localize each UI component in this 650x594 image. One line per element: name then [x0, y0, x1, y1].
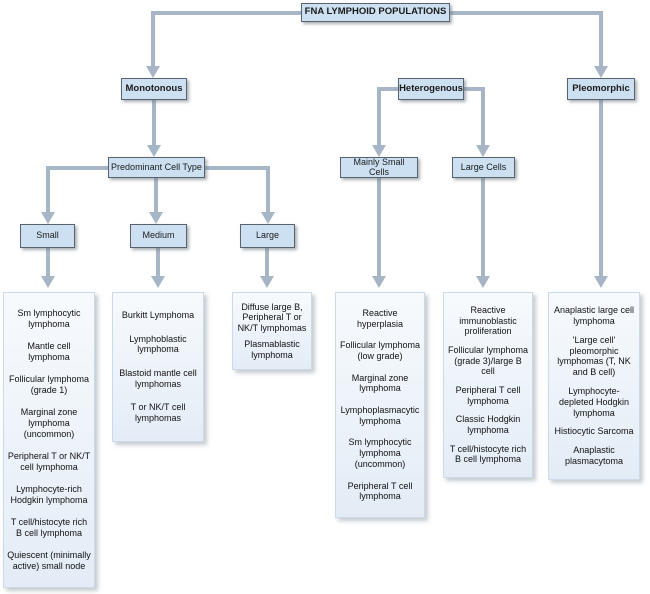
list-item: T cell/histocyte rich B cell lymphoma: [10, 516, 88, 538]
list-item: Peripheral T cell lymphoma: [455, 384, 521, 406]
arrow-down-icon: [261, 212, 275, 224]
list-item: Sm lymphocytic lymphoma: [17, 308, 81, 330]
arrow-down-icon: [372, 145, 386, 157]
node-predominant-cell-type: Predominant Cell Type: [108, 157, 205, 178]
list-item: Histiocytic Sarcoma: [554, 426, 634, 437]
arrow-down-icon: [476, 276, 490, 288]
list-item: T or NK/T cell lymphomas: [130, 402, 186, 424]
connector-line: [205, 166, 270, 170]
connector-line: [46, 166, 108, 170]
arrow-down-icon: [41, 212, 55, 224]
connector-line: [377, 87, 398, 91]
list-item: Follicular lymphoma (grade 3)/large B ce…: [447, 344, 529, 377]
list-item: 'Large cell' pleomorphic lymphomas (T, N…: [557, 334, 631, 378]
arrow-down-icon: [146, 66, 160, 78]
list-item: Burkitt Lymphoma: [121, 309, 195, 320]
connector-line: [265, 248, 269, 276]
list-item: Sm lymphocytic lymphoma (uncommon): [348, 437, 412, 469]
connector-line: [46, 248, 50, 276]
connector-line: [266, 166, 270, 212]
list-item: Lymphocyte-rich Hodgkin lymphoma: [10, 484, 88, 505]
connector-line: [481, 87, 485, 145]
list-item: Lymphocyte-depleted Hodgkin lymphoma: [558, 385, 630, 418]
arrow-down-icon: [41, 276, 55, 288]
connector-line: [154, 178, 158, 212]
connector-line: [156, 248, 160, 276]
arrow-down-icon: [476, 145, 490, 157]
list-item: Quiescent (minimally active) small node: [7, 549, 91, 571]
list-item: Anaplastic plasmacytoma: [564, 445, 624, 467]
connector-line: [599, 11, 603, 66]
list-item: Follicular lymphoma (low grade): [339, 340, 421, 361]
arrow-down-icon: [149, 212, 163, 224]
connector-line: [464, 87, 485, 91]
node-pleomorphic: Pleomorphic: [567, 78, 635, 100]
list-pleomorphic: Anaplastic large cell lymphoma 'Large cel…: [548, 292, 640, 480]
arrow-down-icon: [594, 66, 608, 78]
list-item: Mantle cell lymphoma: [27, 341, 71, 363]
arrow-down-icon: [147, 145, 161, 157]
node-heterogenous: Heterogenous: [398, 78, 464, 100]
list-item: Classic Hodgkin lymphoma: [455, 414, 521, 436]
arrow-down-icon: [151, 276, 165, 288]
node-monotonous: Monotonous: [121, 78, 187, 100]
list-item: Plasmablastic lymphoma: [244, 338, 300, 360]
node-small: Small: [20, 224, 75, 248]
connector-line: [599, 100, 603, 276]
arrow-down-icon: [594, 276, 608, 288]
connector-line: [152, 100, 156, 145]
list-large-cell-lymphomas: Diffuse large B, Peripheral T or NK/T ly…: [232, 292, 312, 370]
list-item: Reactive hyperplasia: [356, 307, 404, 329]
list-item: Marginal zone lymphoma (uncommon): [20, 407, 78, 439]
connector-line: [377, 178, 381, 276]
arrow-down-icon: [260, 276, 274, 288]
arrow-down-icon: [372, 276, 386, 288]
list-item: Peripheral T cell lymphoma: [347, 480, 413, 502]
node-medium: Medium: [130, 224, 187, 248]
list-item: Diffuse large B, Peripheral T or NK/T ly…: [237, 301, 307, 334]
list-item: Follicular lymphoma (grade 1): [8, 374, 90, 396]
connector-line: [151, 11, 155, 66]
node-large: Large: [240, 224, 295, 248]
list-item: Peripheral T or NK/T cell lymphoma: [7, 451, 91, 472]
node-mainly-small-cells: Mainly Small Cells: [340, 157, 418, 178]
connector-line: [481, 178, 485, 276]
list-item: T cell/histocyte rich B cell lymphoma: [449, 443, 527, 465]
list-item: Anaplastic large cell lymphoma: [553, 305, 635, 326]
node-root-title: FNA LYMPHOID POPULATIONS: [301, 3, 450, 22]
list-item: Reactive immunoblastic proliferation: [459, 304, 517, 337]
list-item: Marginal zone lymphoma: [351, 372, 409, 394]
list-item: Lymphoblastic lymphoma: [129, 333, 187, 355]
list-item: Blastoid mantle cell lymphomas: [119, 368, 197, 389]
connector-line: [377, 87, 381, 145]
list-item: Lymphoplasmacytic lymphoma: [340, 404, 420, 426]
connector-line: [46, 166, 50, 212]
node-large-cells: Large Cells: [452, 157, 515, 178]
